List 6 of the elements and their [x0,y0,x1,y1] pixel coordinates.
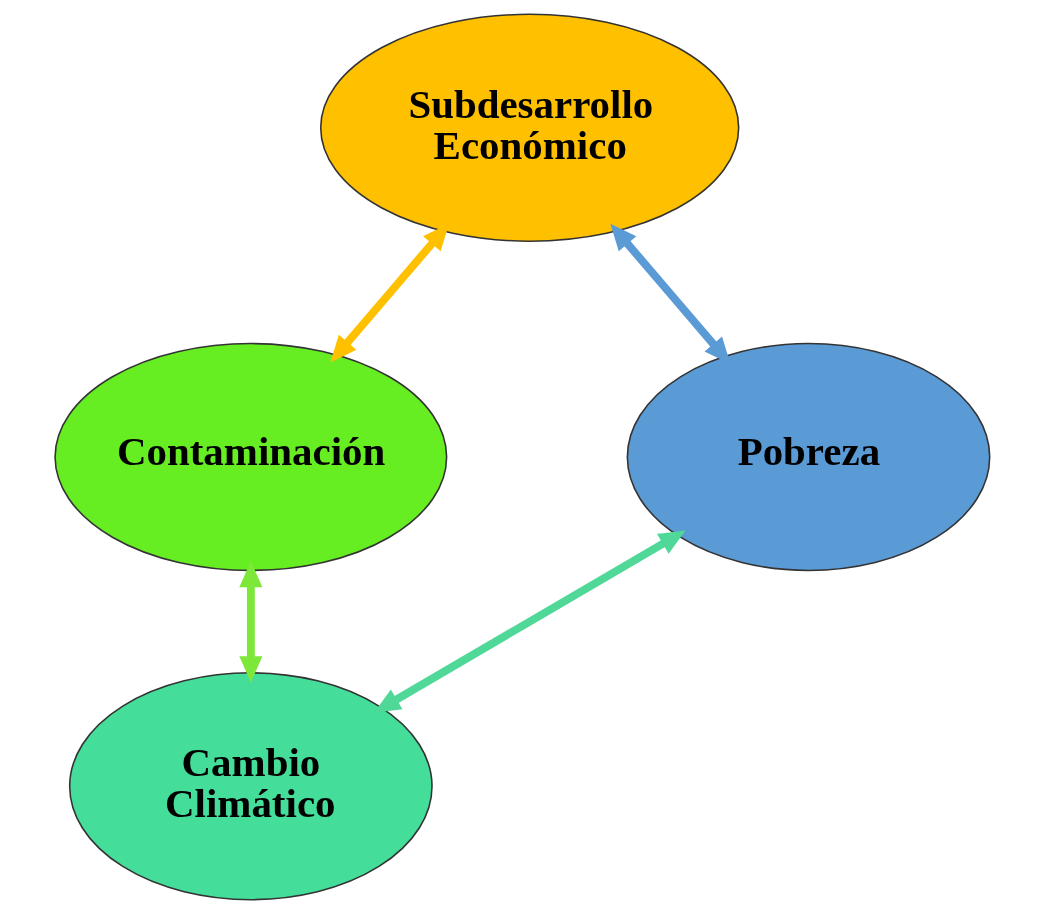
arrow [373,530,686,713]
arrow [239,560,263,683]
node-ellipse: Subdesarrollo Económico [319,13,740,242]
node-ellipse: Pobreza [626,342,991,572]
node-ellipse: Contaminación [54,342,448,572]
node-ellipse: Cambio Climático [68,672,433,901]
